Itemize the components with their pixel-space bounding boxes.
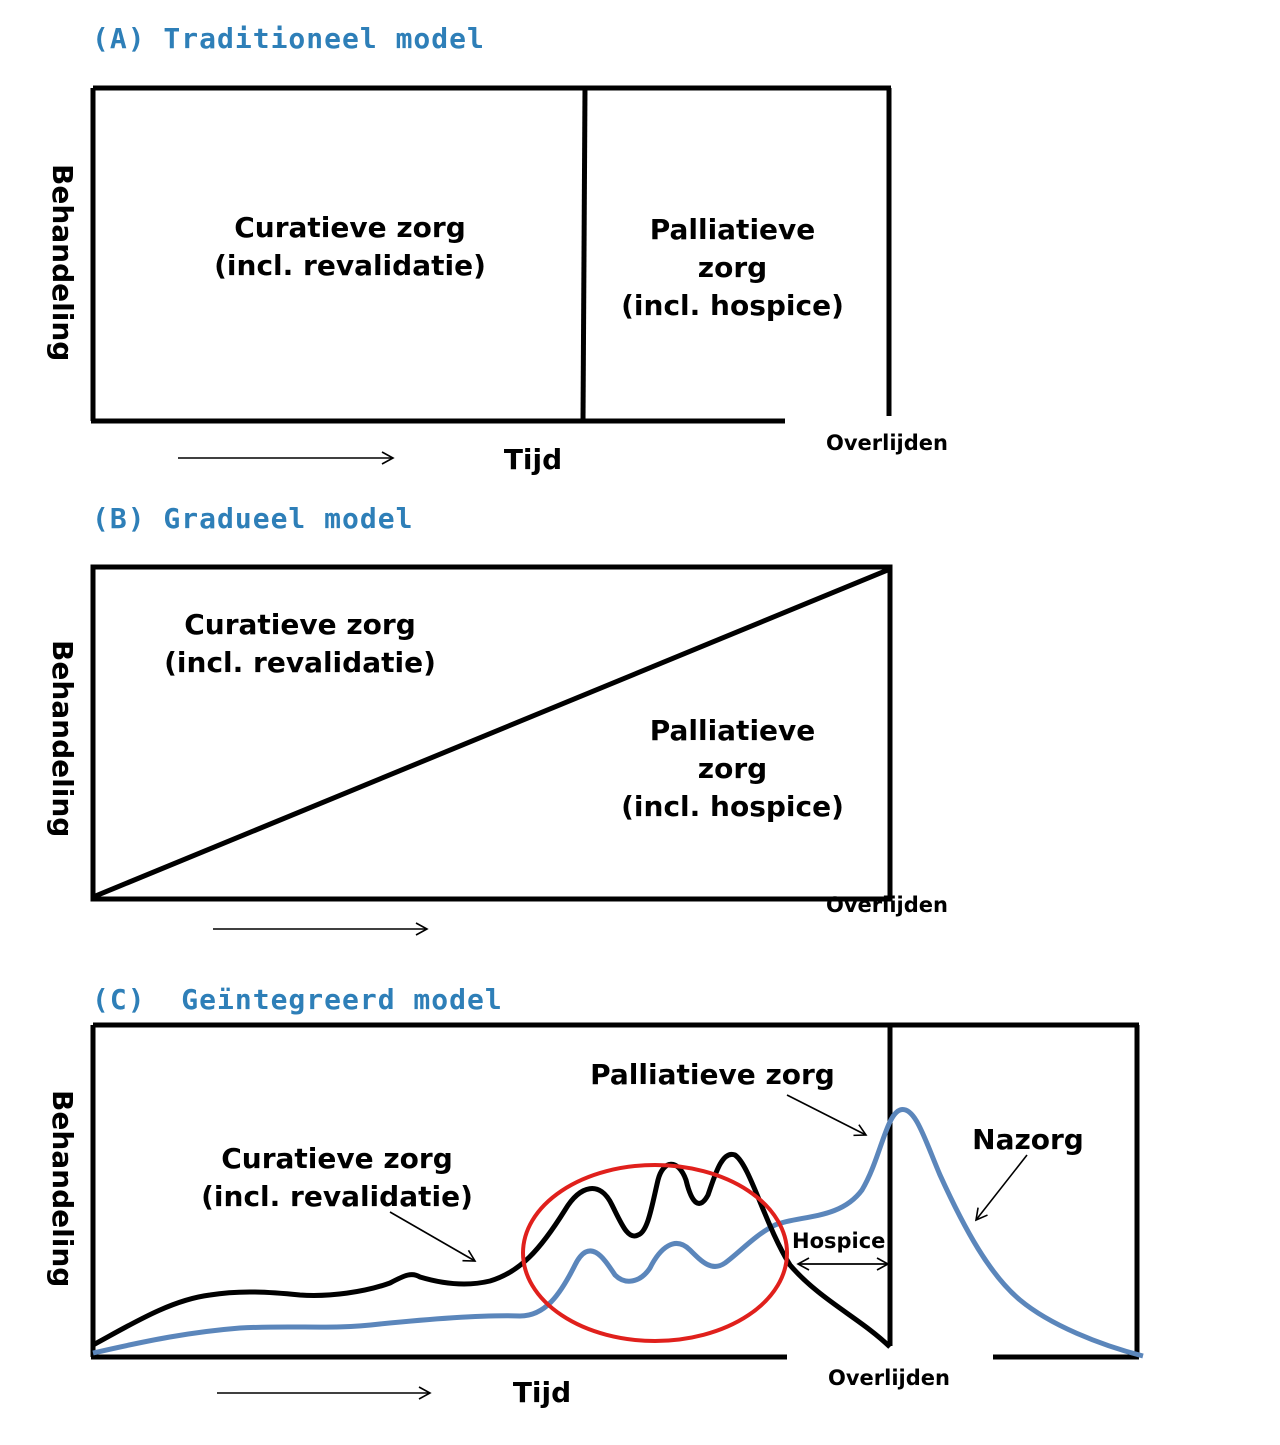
panel-c-title: (C) Geïntegreerd model xyxy=(92,983,503,1016)
panel-a-frame xyxy=(90,85,892,424)
panel-a-death-label: Overlijden xyxy=(826,431,948,455)
palliative-care-curve xyxy=(92,1107,1144,1359)
panel-a-palliative-label: Palliatieve zorg (incl. hospice) xyxy=(621,213,844,322)
panel-b-palliative-label: Palliatieve zorg (incl. hospice) xyxy=(621,714,844,823)
curative-care-curve xyxy=(91,1151,892,1349)
aftercare-pointer-arrow xyxy=(974,1154,1028,1222)
overlap-circle xyxy=(521,1163,789,1343)
panel-b-frame xyxy=(90,564,893,902)
panel-b-y-label: Behandeling xyxy=(46,640,79,838)
panel-b-diagonal xyxy=(92,566,891,900)
panel-a-title: (A) Traditioneel model xyxy=(92,22,485,55)
panel-c-hospice-label: Hospice xyxy=(792,1229,886,1253)
panel-a-x-label: Tijd xyxy=(503,443,563,476)
panel-b-curative-label: Curatieve zorg (incl. revalidatie) xyxy=(164,608,436,679)
panel-c-x-label: Tijd xyxy=(512,1376,572,1409)
panel-c-y-label: Behandeling xyxy=(46,1090,79,1288)
panel-c-frame xyxy=(90,1022,1140,1360)
panel-c-curative-label: Curatieve zorg (incl. revalidatie) xyxy=(201,1142,473,1213)
panel-a-y-label: Behandeling xyxy=(46,164,79,362)
panel-b-title: (B) Gradueel model xyxy=(92,502,414,535)
panel-c-palliative-label: Palliatieve zorg xyxy=(590,1058,835,1091)
panel-c-aftercare-label: Nazorg xyxy=(972,1123,1084,1156)
palliative-pointer-arrow xyxy=(786,1094,868,1137)
curative-pointer-arrow xyxy=(389,1211,477,1262)
panel-b-death-label: Overlijden xyxy=(826,893,948,917)
panel-a-divider xyxy=(580,87,588,422)
panel-c-death-label: Overlijden xyxy=(828,1366,950,1390)
panel-a-curative-label: Curatieve zorg (incl. revalidatie) xyxy=(214,211,486,282)
